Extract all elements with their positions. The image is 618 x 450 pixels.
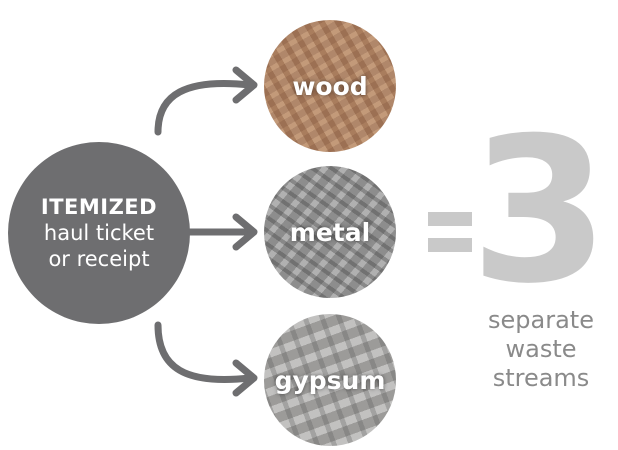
itemized-receipt-circle: ITEMIZED haul ticket or receipt [8, 142, 190, 324]
wood-stream-circle: wood [264, 20, 396, 152]
arrow-to-wood [154, 79, 254, 136]
source-line-2: haul ticket [43, 221, 155, 245]
wood-label: wood [292, 71, 368, 101]
gypsum-stream-circle: gypsum [264, 314, 396, 446]
source-line-1: ITEMIZED [40, 195, 158, 219]
arrowhead-wood [232, 66, 258, 104]
result-caption: separate waste streams [470, 306, 612, 393]
caption-line-3: streams [492, 364, 590, 392]
arrowhead-metal [232, 213, 258, 251]
source-line-3: or receipt [48, 247, 150, 271]
metal-stream-circle: metal [264, 166, 396, 298]
equals-sign [428, 212, 472, 264]
gypsum-label: gypsum [274, 365, 386, 395]
caption-line-1: separate [488, 306, 594, 334]
stream-count: 3 [470, 95, 609, 328]
arrow-to-gypsum [154, 321, 254, 383]
arrowhead-gypsum [232, 359, 258, 397]
caption-line-2: waste [505, 335, 577, 363]
metal-label: metal [289, 217, 371, 247]
